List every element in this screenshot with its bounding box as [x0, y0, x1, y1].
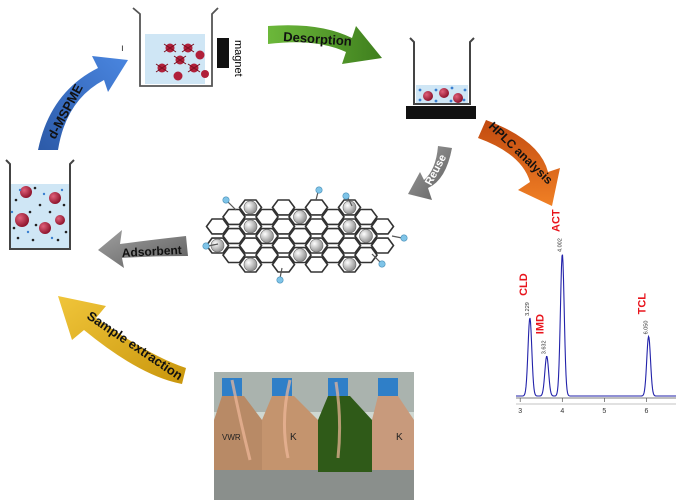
magnet-block — [217, 38, 229, 68]
svg-text:VWR: VWR — [222, 433, 241, 442]
beaker-magnetic — [132, 7, 219, 87]
magnet-label: magnet — [232, 40, 244, 77]
graphene-hexagon — [271, 199, 296, 216]
peak-name-label: ACT — [550, 209, 562, 232]
svg-text:K: K — [396, 432, 403, 443]
arrow-hplc: HPLC analysis — [478, 119, 560, 206]
x-tick-label: 4 — [560, 408, 564, 415]
stray-mark: ı — [121, 43, 124, 54]
beaker-desorption — [406, 37, 476, 119]
graphene-hexagon — [321, 227, 345, 245]
graphene-hexagon — [238, 256, 263, 273]
arrow-adsorbent: Adsorbent — [98, 230, 188, 268]
graphene-hexagon — [304, 199, 329, 216]
graphene-hexagon — [370, 218, 395, 235]
peak-retention-time: 4.002 — [557, 238, 563, 252]
arrow-desorption: Desorption — [268, 25, 382, 64]
nanoparticle — [293, 248, 307, 262]
beaker-sample — [5, 159, 75, 250]
graphene-hexagon — [288, 208, 312, 226]
graphene-hexagon — [222, 227, 246, 245]
peak-retention-time: 3.229 — [525, 302, 531, 316]
graphene-adsorbent — [202, 186, 408, 284]
nanoparticle — [342, 257, 357, 272]
graphene-hexagon — [337, 256, 362, 273]
functional-groups — [207, 191, 403, 279]
graphene-hexagon — [304, 237, 329, 254]
graphene-hexagon — [255, 227, 279, 245]
peak-name-label: TCL — [637, 293, 649, 315]
graphene-hexagon — [222, 208, 246, 226]
nanoparticle — [243, 219, 258, 234]
arrow-adsorbent-label: Adsorbent — [121, 243, 182, 260]
nanoparticle — [309, 238, 324, 253]
graphene-hexagon — [321, 246, 345, 264]
nanoparticle — [243, 257, 258, 272]
bottle-2: K — [262, 378, 318, 470]
nanoparticle — [260, 229, 274, 243]
graphene-hexagon — [238, 237, 263, 254]
graphene-hexagon — [321, 208, 345, 226]
nanoparticle — [342, 200, 357, 215]
graphene-hexagon — [337, 199, 362, 216]
bottle-4: K — [372, 378, 414, 470]
graphene-hexagon — [205, 218, 230, 235]
peak-retention-time: 6.050 — [644, 321, 650, 335]
graphene-hexagon — [337, 237, 362, 254]
x-tick-label: 5 — [602, 408, 606, 415]
arrow-reuse: Reuse — [408, 146, 452, 200]
graphene-hexagon — [271, 237, 296, 254]
graphene-hexagon — [354, 208, 378, 226]
arrow-hplc-label: HPLC analysis — [486, 119, 556, 187]
graphene-hexagon — [304, 256, 329, 273]
peak-name-label: CLD — [518, 273, 530, 296]
peak-retention-time: 3.632 — [542, 340, 548, 354]
graphene-hexagon — [354, 246, 378, 264]
beaker-sample-particles — [15, 186, 65, 234]
nanoparticle — [359, 229, 373, 243]
graphene-hexagon — [304, 218, 329, 235]
sample-bottles-photo: VWR K K — [214, 372, 414, 500]
nanoparticle — [243, 200, 258, 215]
arrow-sample-extraction-label: Sample extraction — [84, 308, 185, 383]
nanoparticle — [293, 210, 307, 224]
nanoparticle — [342, 219, 357, 234]
graphene-hexagon — [337, 218, 362, 235]
arrow-reuse-label: Reuse — [423, 153, 449, 188]
graphene-hexagon — [354, 227, 378, 245]
x-tick-label: 6 — [645, 408, 649, 415]
chromatogram-trace — [516, 254, 676, 397]
arrow-sample-extraction: Sample extraction — [58, 296, 186, 384]
graphene-hexagon — [255, 208, 279, 226]
graphene-hexagon — [238, 199, 263, 216]
graphene-hexagon — [222, 246, 246, 264]
graphene-hexagon — [271, 256, 296, 273]
graphene-hexagon — [238, 218, 263, 235]
graphene-hexagon — [255, 246, 279, 264]
svg-text:K: K — [290, 432, 297, 443]
peak-name-label: IMD — [535, 314, 547, 334]
graphene-hexagon — [288, 227, 312, 245]
graphene-hexagon — [370, 237, 395, 254]
chromatogram: 3 4 5 6 3.229 CLD 3.632 IMD 4.002 ACT 6.050 TCL — [516, 209, 676, 415]
arrow-dmspme-label: d-MSPME — [44, 81, 86, 141]
graphene-hexagon — [271, 218, 296, 235]
x-tick-label: 3 — [518, 408, 522, 415]
arrow-dmspme: d-MSPME — [38, 56, 128, 150]
arrow-desorption-label: Desorption — [283, 29, 353, 49]
graphene-hexagon — [288, 246, 312, 264]
